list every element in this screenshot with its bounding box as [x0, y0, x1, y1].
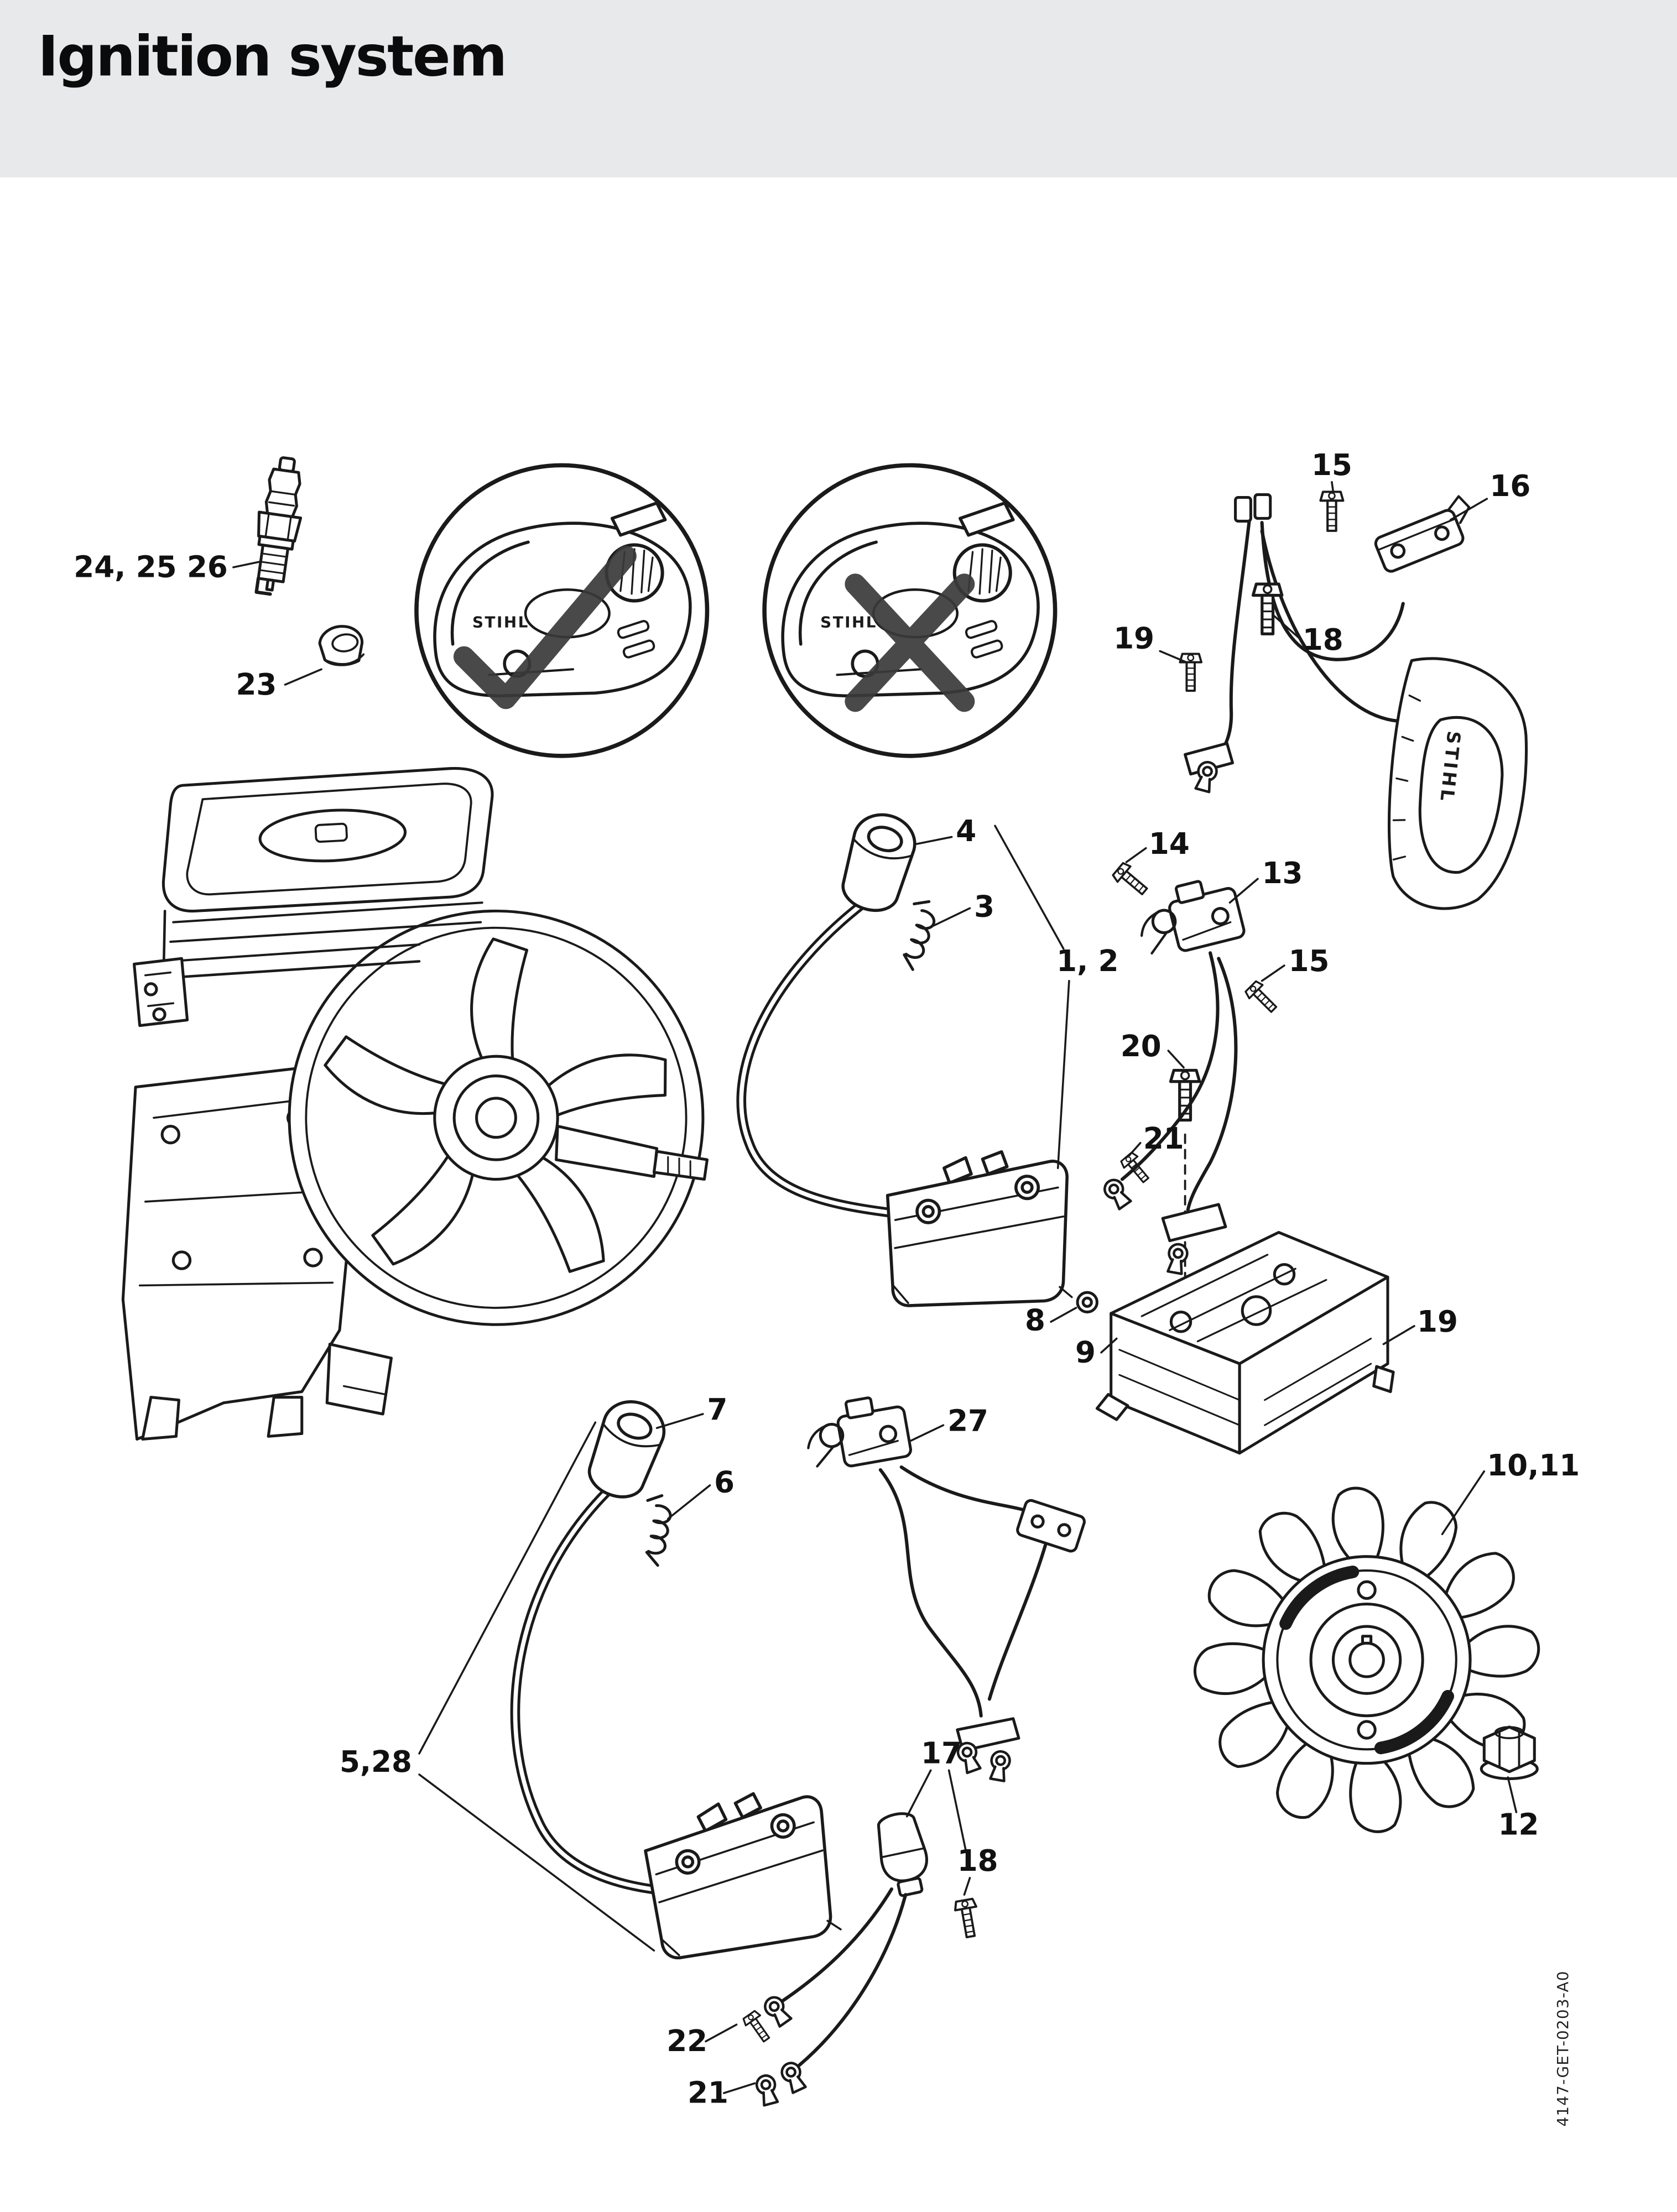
stop-switch-17	[877, 1812, 928, 1897]
callout-19-top: 19	[1113, 621, 1154, 655]
engine-assembly	[121, 767, 709, 1441]
callout-3: 3	[974, 889, 994, 924]
shroud-cover: STIHL	[1387, 657, 1528, 910]
cross-mark	[845, 573, 975, 712]
washer-8	[1076, 1291, 1098, 1314]
screw-15-mid	[1243, 978, 1282, 1018]
callout-18-top: 18	[1303, 623, 1343, 657]
switch-wires	[762, 1887, 908, 2094]
spark-plug-boot-clip	[318, 625, 365, 666]
callout-9: 9	[1075, 1335, 1096, 1370]
callout-14: 14	[1149, 827, 1190, 861]
flywheel-nut-12	[1480, 1725, 1539, 1780]
callout-19-base: 19	[1417, 1305, 1458, 1339]
callout-22: 22	[666, 2024, 707, 2058]
callout-12: 12	[1498, 1808, 1539, 1842]
callout-10-11: 10,11	[1487, 1448, 1580, 1483]
check-mark	[453, 545, 637, 709]
doc-code: 4147-GET-0203-A0	[1554, 1970, 1572, 2126]
callout-16: 16	[1489, 469, 1530, 503]
contact-spring-27	[801, 1392, 912, 1473]
header-band	[0, 0, 1677, 178]
spark-plug-boot-1	[836, 808, 921, 917]
callout-5-28: 5,28	[340, 1745, 412, 1779]
callout-17: 17	[921, 1736, 962, 1771]
spring-6	[632, 1493, 678, 1566]
callout-15-mid: 15	[1289, 944, 1330, 978]
contact-spring-13	[1132, 873, 1246, 960]
flywheel	[1195, 1488, 1538, 1832]
coil-module-2	[636, 1781, 847, 1968]
ignition-module-2	[510, 1394, 847, 1968]
connector-bracket	[1016, 1499, 1086, 1553]
screw-18-low	[954, 1898, 981, 1938]
correct-installation-circle	[414, 463, 710, 758]
screw-14	[1112, 862, 1151, 899]
coil-module-1	[882, 1146, 1077, 1314]
callout-4: 4	[956, 814, 976, 848]
spark-plug-boot-2	[581, 1394, 671, 1505]
callout-18-low: 18	[957, 1844, 998, 1878]
ignition-module-1	[736, 808, 1077, 1314]
callout-20: 20	[1121, 1029, 1162, 1063]
spring-3	[889, 896, 944, 971]
contact-and-fasteners-mid	[1076, 862, 1282, 1360]
callout-6: 6	[714, 1465, 735, 1499]
ring-terminal-21	[755, 2074, 780, 2106]
callout-15-top: 15	[1311, 448, 1352, 482]
callout-1-2: 1, 2	[1056, 944, 1118, 978]
callout-24-25-26: 24, 25 26	[74, 550, 228, 585]
wiring-harness-27	[801, 1392, 1086, 1781]
callout-labels: 24, 25 26 23 15 16 18 19 4 3 1, 2 14 13 …	[74, 448, 1580, 2110]
bracket-16	[1374, 495, 1471, 573]
callout-7: 7	[707, 1392, 727, 1427]
wiring-harness-top: STIHL	[1180, 492, 1528, 910]
carrier-base-19	[1095, 1230, 1395, 1455]
screw-15-top	[1320, 492, 1343, 530]
callout-23: 23	[236, 667, 277, 702]
callout-21-mid: 21	[1143, 1121, 1184, 1156]
page-title: Ignition system	[38, 25, 507, 90]
callout-leaders	[232, 481, 1518, 2094]
callout-13: 13	[1262, 856, 1303, 890]
callout-21-low: 21	[688, 2076, 728, 2110]
spark-plug	[254, 456, 303, 596]
ground-wire-harness	[1101, 951, 1238, 1274]
incorrect-installation-circle	[762, 463, 1058, 758]
callout-8: 8	[1025, 1303, 1045, 1337]
callout-27: 27	[947, 1404, 988, 1438]
screw-19-top	[1180, 654, 1201, 691]
